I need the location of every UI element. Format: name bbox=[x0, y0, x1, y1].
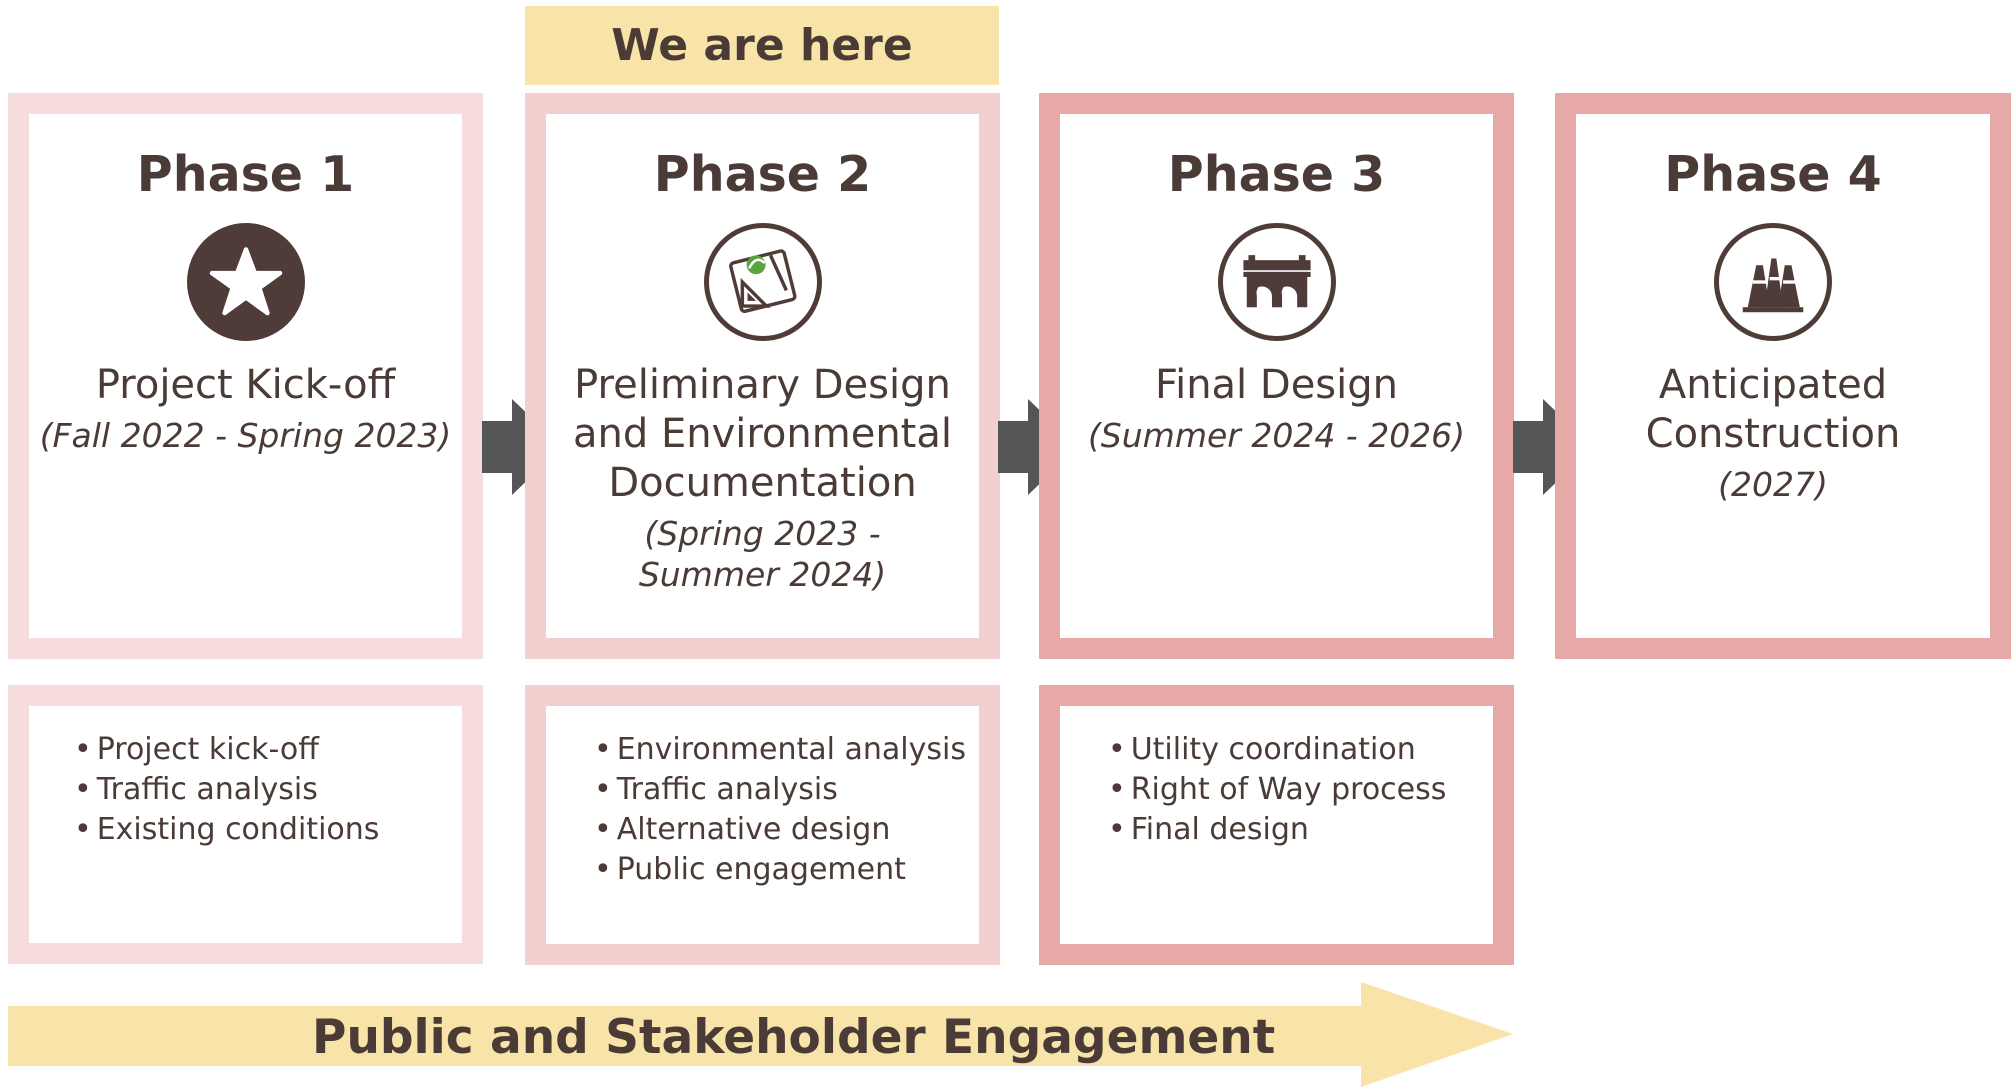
phase-3-tasks: Utility coordination Right of Way proces… bbox=[1039, 685, 1514, 965]
phase-1-card: Phase 1 Project Kick-off (Fall 2022 - Sp… bbox=[8, 93, 483, 659]
traffic-cones-icon bbox=[1714, 223, 1832, 341]
phase-4-name: Anticipated Construction bbox=[1556, 361, 1990, 459]
phase-3-name: Final Design bbox=[1154, 362, 1398, 408]
phase-4-name-line: Anticipated bbox=[1658, 362, 1888, 408]
blueprint-icon bbox=[703, 223, 822, 341]
phase-2-dates-line: Summer 2024) bbox=[638, 555, 887, 594]
current-phase-label: We are here bbox=[611, 20, 913, 71]
phase-4-title: Phase 4 bbox=[1664, 146, 1882, 203]
phase-1-title: Phase 1 bbox=[136, 146, 355, 203]
task-item: Alternative design bbox=[594, 810, 979, 850]
task-item: Traffic analysis bbox=[594, 770, 979, 810]
current-phase-marker: We are here bbox=[525, 6, 999, 85]
phase-4-card: Phase 4 Anticipated Construction (2027) bbox=[1555, 93, 2011, 659]
phase-2-name-line: and Environmental bbox=[572, 411, 952, 457]
phase-2-title: Phase 2 bbox=[653, 146, 872, 203]
arrow-right-icon bbox=[1513, 399, 1593, 495]
task-item: Environmental analysis bbox=[594, 730, 979, 770]
phase-2-name: Preliminary Design and Environmental Doc… bbox=[546, 361, 979, 508]
phase-2-card: Phase 2 Preliminary Design and Environme… bbox=[525, 93, 1000, 659]
phase-1-tasks: Project kick-off Traffic analysis Existi… bbox=[8, 685, 483, 964]
engagement-arrow bbox=[8, 982, 1513, 1087]
arrow-right-icon bbox=[482, 399, 562, 495]
task-item: Project kick-off bbox=[74, 730, 462, 770]
phase-3-dates: (Summer 2024 - 2026) bbox=[1087, 416, 1466, 455]
phase-2-dates-line: (Spring 2023 - bbox=[644, 514, 881, 553]
engagement-label: Public and Stakeholder Engagement bbox=[312, 1010, 1276, 1065]
task-item: Traffic analysis bbox=[74, 770, 462, 810]
task-item: Utility coordination bbox=[1108, 730, 1493, 770]
phase-2-dates: (Spring 2023 - Summer 2024) bbox=[546, 513, 979, 595]
phase-4-name-line: Construction bbox=[1645, 411, 1901, 457]
phase-3-title: Phase 3 bbox=[1167, 146, 1386, 203]
bridge-icon bbox=[1217, 223, 1336, 341]
star-icon bbox=[186, 223, 305, 341]
phase-1-name: Project Kick-off bbox=[95, 362, 396, 408]
phase-2-name-line: Preliminary Design bbox=[574, 362, 951, 408]
phase-4-dates: (2027) bbox=[1718, 465, 1828, 504]
task-item: Existing conditions bbox=[74, 810, 462, 850]
phase-2-tasks: Environmental analysis Traffic analysis … bbox=[525, 685, 1000, 965]
task-item: Final design bbox=[1108, 810, 1493, 850]
task-item: Public engagement bbox=[594, 850, 979, 890]
phase-3-card: Phase 3 Final Design (Summer 2024 - 2026… bbox=[1039, 93, 1514, 659]
phase-1-dates: (Fall 2022 - Spring 2023) bbox=[39, 416, 452, 455]
task-item: Right of Way process bbox=[1108, 770, 1493, 810]
phase-2-name-line: Documentation bbox=[608, 460, 917, 506]
arrow-right-icon bbox=[998, 399, 1078, 495]
